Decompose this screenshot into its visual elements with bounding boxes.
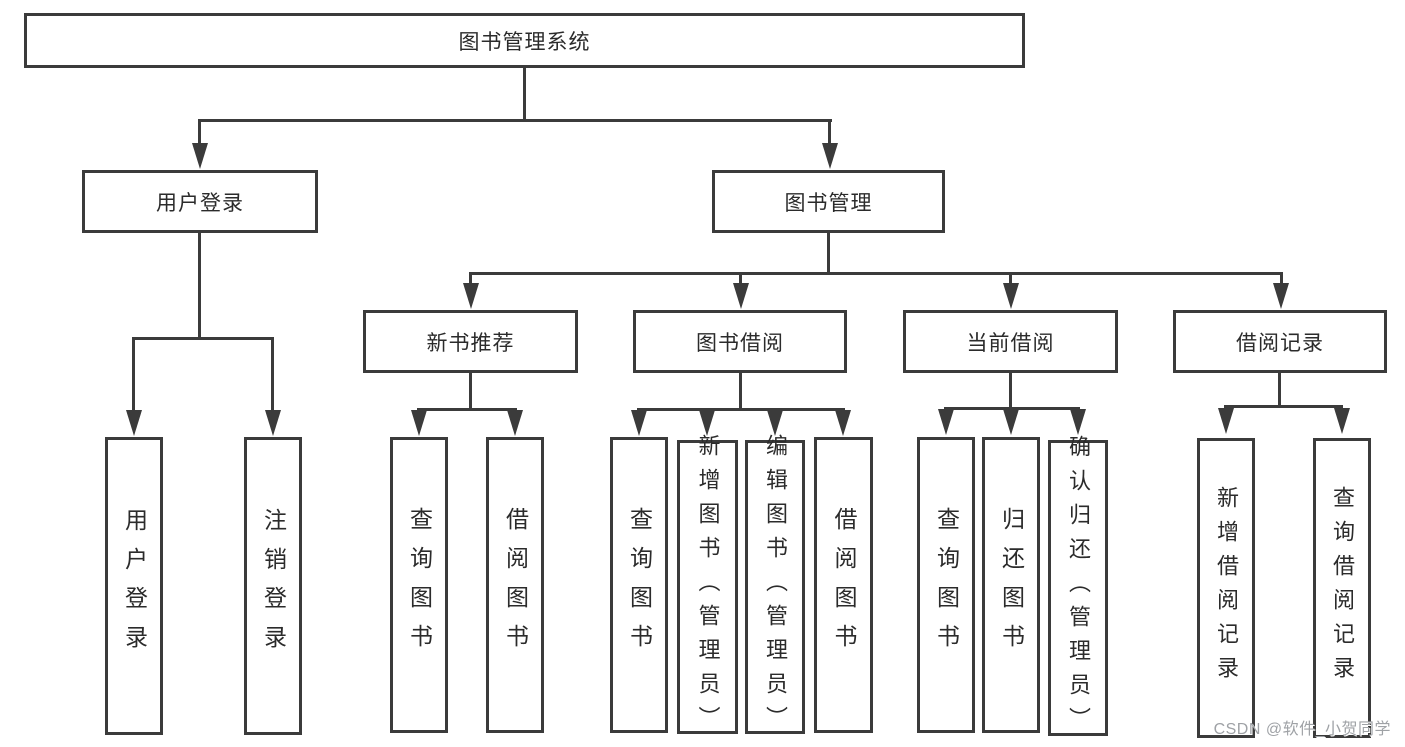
- leaf-confirm-return-admin: 确认归还（管理员）: [1048, 435, 1108, 741]
- leaf-edit-book-admin: 编辑图书（管理员）: [745, 434, 805, 740]
- leaf-add-book-admin: 新增图书（管理员）: [677, 434, 738, 740]
- connector-line: [1224, 405, 1343, 408]
- connector-line: [523, 68, 526, 119]
- connector-line: [132, 337, 135, 412]
- arrow-down-icon: [835, 410, 851, 436]
- connector-line: [828, 119, 831, 145]
- node-user-login: 用户登录: [82, 170, 318, 233]
- connector-line: [944, 407, 1080, 410]
- arrow-down-icon: [1218, 408, 1234, 434]
- node-current-borrowing: 当前借阅: [903, 310, 1118, 373]
- arrow-down-icon: [822, 143, 838, 169]
- connector-line: [198, 233, 201, 337]
- leaf-borrow-books-recommend: 借阅图书: [486, 437, 544, 733]
- arrow-down-icon: [126, 410, 142, 436]
- node-book-management: 图书管理: [712, 170, 945, 233]
- arrow-down-icon: [1070, 409, 1086, 435]
- connector-line: [1009, 272, 1012, 284]
- csdn-watermark: CSDN @软件_小贺同学: [1213, 721, 1391, 738]
- leaf-query-books-current: 查询图书: [917, 437, 975, 733]
- arrow-down-icon: [631, 410, 647, 436]
- connector-line: [469, 272, 472, 284]
- arrow-down-icon: [192, 143, 208, 169]
- connector-line: [198, 119, 201, 145]
- arrow-down-icon: [767, 410, 783, 436]
- arrow-down-icon: [411, 410, 427, 436]
- leaf-add-borrowing-record: 新增借阅记录: [1197, 438, 1255, 738]
- connector-line: [417, 408, 517, 411]
- node-borrowing-records: 借阅记录: [1173, 310, 1387, 373]
- arrow-down-icon: [1273, 283, 1289, 309]
- connector-line: [469, 373, 472, 408]
- arrow-down-icon: [1003, 283, 1019, 309]
- connector-line: [739, 373, 742, 408]
- arrow-down-icon: [265, 410, 281, 436]
- connector-line: [827, 233, 830, 272]
- connector-line: [1278, 373, 1281, 405]
- leaf-query-books-recommend: 查询图书: [390, 437, 448, 733]
- node-book-borrowing: 图书借阅: [633, 310, 847, 373]
- connector-line: [271, 337, 274, 412]
- arrow-down-icon: [733, 283, 749, 309]
- node-new-book-recommendation: 新书推荐: [363, 310, 578, 373]
- connector-line: [132, 337, 274, 340]
- connector-line: [469, 272, 1283, 275]
- leaf-return-books: 归还图书: [982, 437, 1040, 733]
- node-library-management-system: 图书管理系统: [24, 13, 1025, 68]
- connector-line: [739, 272, 742, 284]
- arrow-down-icon: [507, 410, 523, 436]
- arrow-down-icon: [463, 283, 479, 309]
- connector-line: [198, 119, 832, 122]
- leaf-logout: 注销登录: [244, 437, 302, 735]
- arrow-down-icon: [938, 409, 954, 435]
- connector-line: [1280, 272, 1283, 284]
- arrow-down-icon: [699, 410, 715, 436]
- connector-line: [1009, 373, 1012, 407]
- leaf-query-books-borrowing: 查询图书: [610, 437, 668, 733]
- leaf-user-login: 用户登录: [105, 437, 163, 735]
- leaf-query-borrowing-record: 查询借阅记录: [1313, 438, 1371, 738]
- connector-line: [637, 408, 845, 411]
- leaf-borrow-books-borrowing: 借阅图书: [814, 437, 873, 733]
- arrow-down-icon: [1003, 409, 1019, 435]
- arrow-down-icon: [1334, 408, 1350, 434]
